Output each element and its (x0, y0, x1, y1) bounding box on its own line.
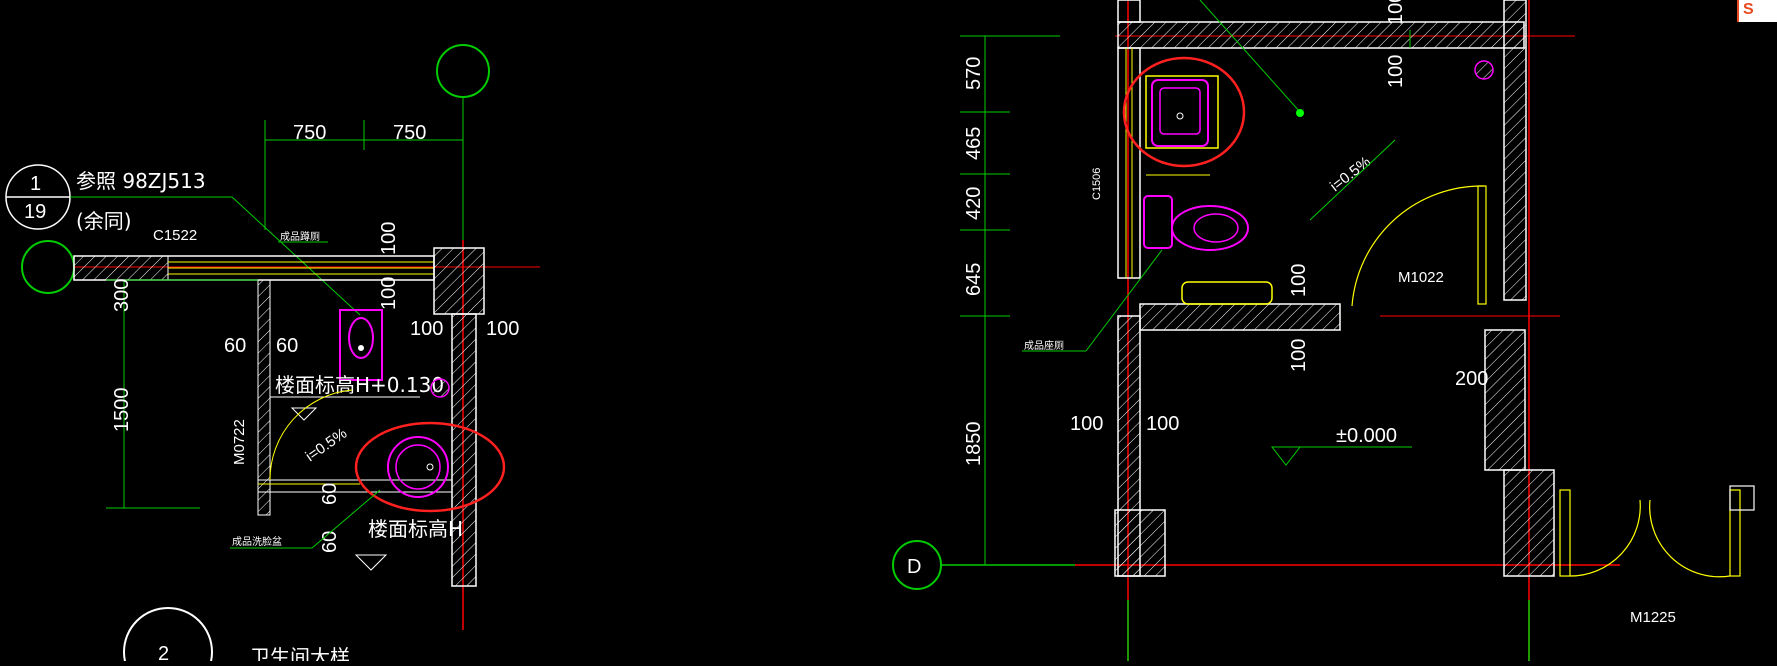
dim-100-vertical-b: 100 (378, 277, 400, 310)
squat-toilet (339, 309, 383, 381)
right-wall-upper (1503, 0, 1527, 301)
highlight-ellipse-basin[interactable] (354, 421, 506, 513)
seat-toilet-label: 成品座厕 (1024, 339, 1064, 352)
dim-top-750-a: 750 (293, 122, 326, 144)
window-label-c1506: C1506 (1091, 168, 1103, 200)
floor-level-h: 楼面标高H (368, 517, 463, 541)
right-bathroom-plan: 570 465 420 645 1850 D C1506 100 (892, 0, 1755, 661)
door-label-m1022: M1022 (1398, 269, 1444, 286)
dim-top-750-b: 750 (393, 122, 426, 144)
title-circle-number: 2 (158, 643, 169, 661)
level-label: ±0.000 (1336, 425, 1397, 447)
dim-200: 200 (1455, 368, 1488, 390)
dim-1850: 1850 (963, 422, 985, 467)
basin-label: 成品洗脸盆 (232, 535, 282, 548)
door-label-m0722: M0722 (231, 419, 248, 465)
dim-100-left-right: 100 (1070, 413, 1103, 435)
axis-circle-top (436, 44, 490, 98)
dim-60-c: 60 (319, 483, 341, 505)
dim-60-a: 60 (224, 335, 246, 357)
left-bathroom-plan: 750 750 1 19 参照 98ZJ513 (余同) C1522 300 1… (5, 44, 540, 666)
floor-drain-left (430, 378, 450, 398)
dim-100-mid: 100 (1385, 55, 1407, 88)
dim-60-b: 60 (276, 335, 298, 357)
dim-100-left: 100 (410, 318, 443, 340)
middle-wall (1139, 303, 1341, 331)
wall-basin (1151, 79, 1209, 147)
floor-level-label: 楼面标高H+0.130 (275, 373, 444, 397)
axis-circle-left (21, 240, 75, 294)
door-swing-m1022 (1351, 185, 1485, 307)
grab-bar (1181, 281, 1273, 305)
slope-label-right: i=0.5% (1327, 153, 1374, 195)
door-label-m1225: M1225 (1630, 609, 1676, 626)
dim-100-lower: 100 (1288, 264, 1310, 297)
dim-100-vertical-a: 100 (378, 222, 400, 255)
product-toilet-label: 成品蹲厕 (280, 230, 320, 243)
dim-1500: 1500 (111, 388, 133, 433)
dim-60-d: 60 (319, 531, 341, 553)
badge-text: S (1743, 1, 1754, 18)
dim-465: 465 (963, 127, 985, 160)
top-wall (1117, 21, 1525, 49)
dim-100-top: 100 (1385, 0, 1407, 25)
title-circle (123, 607, 213, 666)
wash-basin (387, 436, 449, 498)
dim-100-lower-b: 100 (1288, 339, 1310, 372)
title-text: 卫生间大样 (250, 645, 350, 661)
slope-label-left: i=0.5% (303, 425, 351, 465)
reference-top-number: 1 (30, 173, 41, 195)
toilet-tank (1143, 195, 1173, 249)
reference-text: 参照 98ZJ513 (76, 169, 206, 193)
reference-text-2: (余同) (76, 209, 132, 233)
reference-bottom-number: 19 (24, 201, 46, 223)
dim-570: 570 (963, 57, 985, 90)
window-label-c1522: C1522 (153, 227, 197, 244)
floor-drain-right (1474, 60, 1494, 80)
dim-100-right: 100 (486, 318, 519, 340)
toilet-bowl (1171, 205, 1249, 251)
app-logo-badge: S (1737, 0, 1777, 22)
dim-645: 645 (963, 263, 985, 296)
dim-300: 300 (111, 279, 133, 312)
highlight-ellipse-right-basin[interactable] (1122, 56, 1246, 168)
dim-420: 420 (963, 187, 985, 220)
axis-label-d: D (907, 556, 921, 578)
dim-100-right-right: 100 (1146, 413, 1179, 435)
